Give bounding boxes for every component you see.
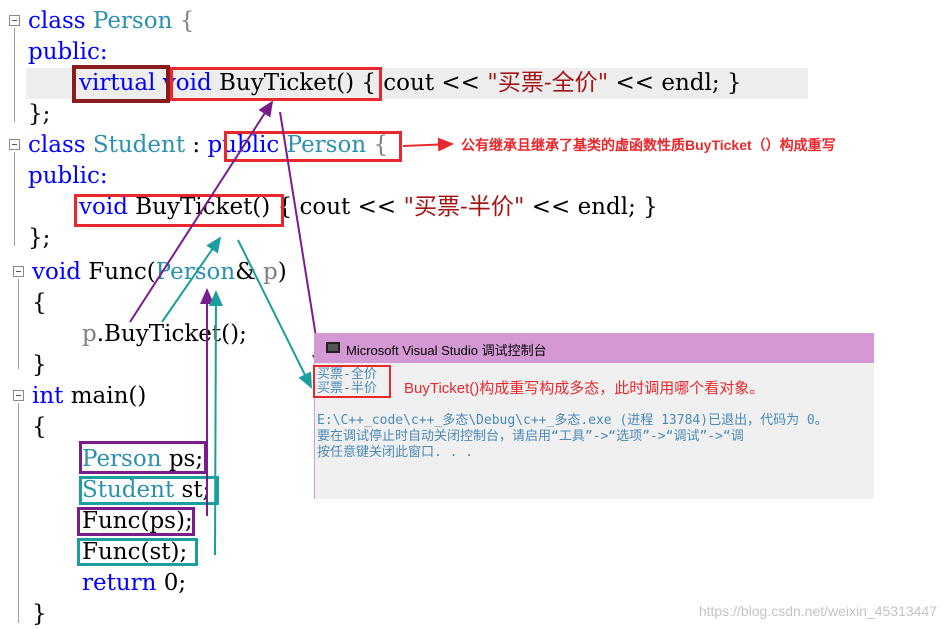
console-output-line: 买票-全价 <box>317 367 377 382</box>
fold-guide <box>14 28 15 122</box>
fold-guide <box>18 403 19 623</box>
virtual-highlight-box <box>72 65 170 103</box>
console-title-bar[interactable]: Microsoft Visual Studio 调试控制台 <box>315 333 874 363</box>
base-buyticket-highlight-box <box>170 67 382 101</box>
person-ps-box <box>79 441 207 474</box>
console-title: Microsoft Visual Studio 调试控制台 <box>346 343 547 358</box>
code-line: }; <box>28 225 51 251</box>
arrow-derived-to-output2 <box>237 239 312 389</box>
code-line: Student st; <box>82 477 211 503</box>
fold-toggle-func[interactable] <box>13 266 24 277</box>
console-app-icon <box>326 342 340 353</box>
code-line: Person ps; <box>82 446 204 472</box>
code-line: void Func(Person& p) <box>32 259 287 285</box>
code-line: return 0; <box>82 570 187 596</box>
console-hint-line: 要在调试停止时自动关闭控制台，请启用“工具”->“选项”->“调试”->“调 <box>317 429 744 444</box>
fold-guide <box>14 152 15 246</box>
func-ps-box <box>77 507 195 536</box>
code-line: p.BuyTicket(); <box>82 321 247 347</box>
arrow-p-to-derived <box>161 236 222 323</box>
func-st-box <box>77 538 198 566</box>
code-line: } <box>32 352 47 378</box>
fold-toggle-main[interactable] <box>13 390 24 401</box>
arrow-funcst-to-param <box>208 290 223 556</box>
code-line: } <box>32 601 47 627</box>
console-output-line: 买票-半价 <box>317 381 377 396</box>
code-line: virtual void BuyTicket() { cout << "买票-全… <box>79 70 742 96</box>
console-exit-line: E:\C++_code\c++_多态\Debug\c++_多态.exe (进程 … <box>317 413 828 428</box>
console-output-highlight-box <box>313 365 391 398</box>
debug-console-window[interactable]: Microsoft Visual Studio 调试控制台 买票-全价 买票-半… <box>313 333 874 499</box>
fold-toggle-student-class[interactable] <box>9 139 20 150</box>
watermark: https://blog.csdn.net/weixin_45313447 <box>698 603 937 619</box>
code-line: int main() <box>32 383 147 409</box>
code-line: public: <box>28 39 108 65</box>
polymorphism-annotation: BuyTicket()构成重写构成多态，此时调用哪个看对象。 <box>404 380 765 397</box>
student-st-box <box>79 476 219 505</box>
inherit-annotation: 公有继承且继承了基类的虚函数性质BuyTicket（）构成重写 <box>461 137 836 153</box>
code-line: { <box>32 290 47 316</box>
code-line: public: <box>28 163 108 189</box>
current-line-highlight <box>26 68 808 99</box>
arrow-inherit-note <box>402 137 454 152</box>
code-line: class Person { <box>28 8 195 34</box>
code-line: void BuyTicket() { cout << "买票-半价" << en… <box>79 194 658 220</box>
code-line: { <box>32 414 47 440</box>
arrow-base-to-output1 <box>279 111 326 370</box>
console-hint-line: 按任意键关闭此窗口. . . <box>317 445 474 460</box>
fold-toggle-person-class[interactable] <box>9 15 20 26</box>
fold-guide <box>18 279 19 369</box>
code-line: Func(ps); <box>82 508 193 534</box>
public-person-highlight-box <box>224 131 402 162</box>
code-line: }; <box>28 101 51 127</box>
arrow-p-to-base <box>129 100 274 323</box>
code-line: Func(st); <box>82 539 188 565</box>
derived-buyticket-highlight-box <box>74 194 284 227</box>
